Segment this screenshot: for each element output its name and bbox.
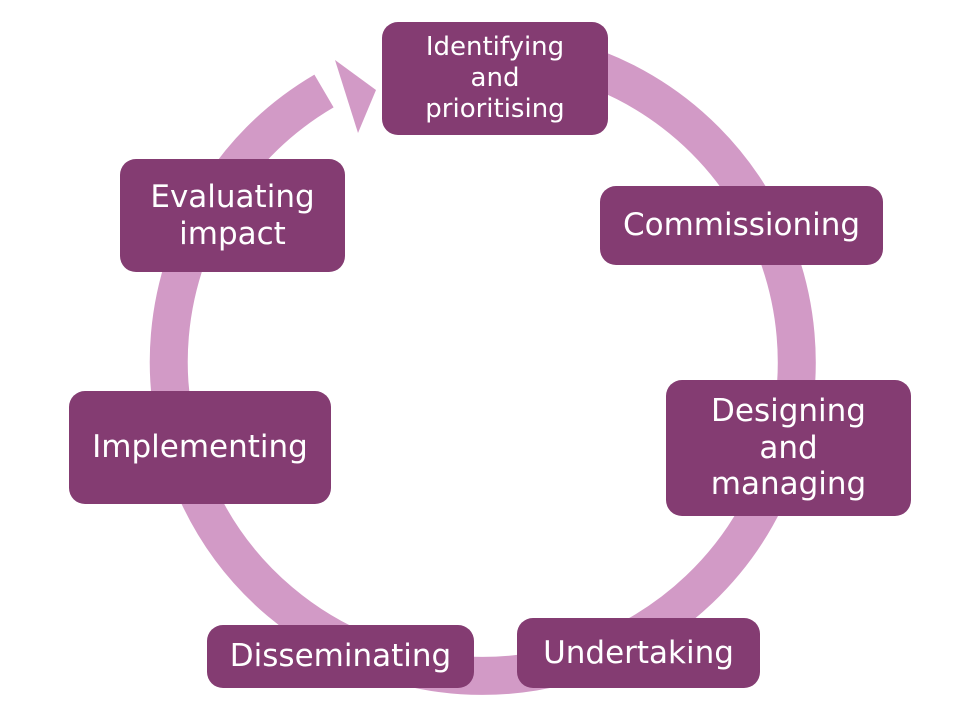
stage-commissioning: Commissioning — [600, 186, 883, 265]
stage-label: Disseminating — [230, 638, 451, 675]
stage-designing-and-managing: Designing and managing — [666, 380, 911, 516]
stage-undertaking: Undertaking — [517, 618, 760, 688]
stage-identifying-and-prioritising: Identifying and prioritising — [382, 22, 608, 135]
stage-label: Undertaking — [543, 635, 734, 672]
stage-label-line: Undertaking — [543, 634, 734, 671]
stage-label-line: managing — [710, 466, 867, 503]
stage-label: Commissioning — [623, 207, 860, 244]
stage-label: Designing and managing — [711, 393, 866, 503]
stage-label-line: Implementing — [92, 429, 308, 466]
stage-label-line: Evaluating — [150, 178, 315, 215]
stage-label-line: Identifying — [425, 32, 565, 63]
stage-label-line: impact — [179, 215, 286, 252]
stage-disseminating: Disseminating — [207, 625, 474, 688]
stage-label-line: Designing — [711, 393, 866, 430]
stage-label-line: prioritising — [425, 93, 565, 124]
stage-label-line: and — [470, 63, 520, 94]
stage-label: Identifying and prioritising — [425, 32, 564, 124]
stage-evaluating-impact: Evaluating impact — [120, 159, 345, 272]
stage-label-line: Disseminating — [229, 638, 452, 675]
cycle-ring-arc — [149, 29, 816, 695]
stage-label: Implementing — [92, 429, 308, 466]
stage-label: Evaluating impact — [150, 179, 314, 252]
stage-label-line: and — [759, 429, 818, 466]
stage-implementing: Implementing — [69, 391, 331, 504]
cycle-arrowhead — [335, 60, 376, 133]
stage-label-line: Commissioning — [622, 207, 861, 244]
